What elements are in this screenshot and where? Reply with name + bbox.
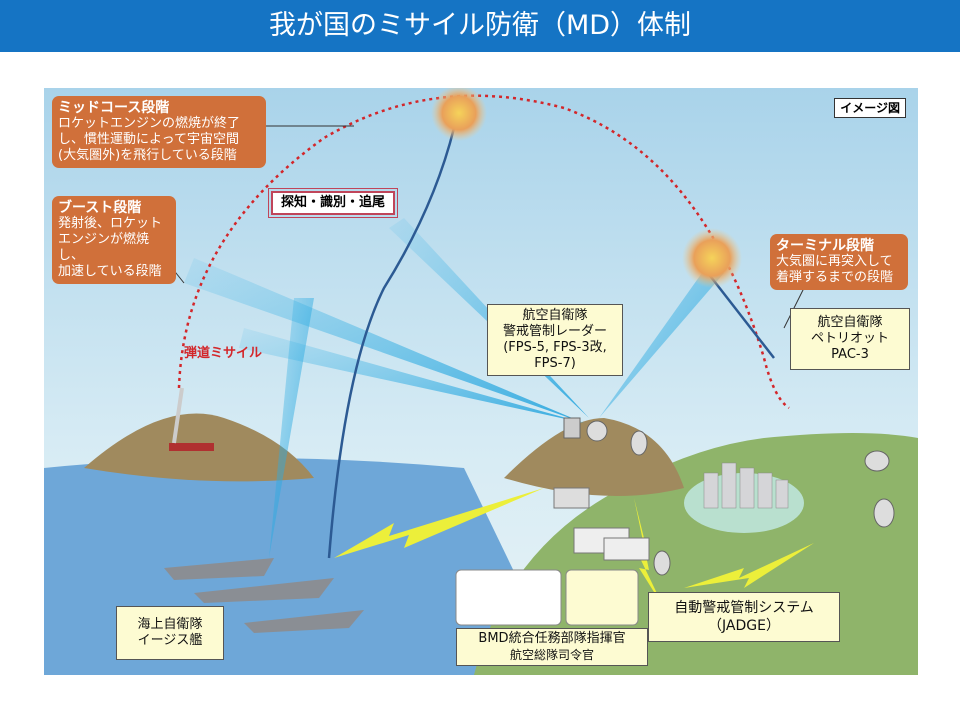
radar-dish <box>873 498 895 528</box>
detect-identify-track-label: 探知・識別・追尾 <box>267 188 399 218</box>
midcourse-line: ロケットエンジンの燃焼が終了 <box>58 116 241 131</box>
boost-phase-box: ブースト段階 発射後、ロケット エンジンが燃焼し、 加速している段階 <box>52 196 176 284</box>
command-room-pic <box>455 569 562 626</box>
midcourse-line: (大気圏外)を飛行している段階 <box>58 148 237 163</box>
aegis-ships <box>164 558 364 633</box>
label-line: イージス艦 <box>137 633 203 648</box>
missile-launcher <box>169 443 214 451</box>
midcourse-line: し、慣性運動によって宇宙空間 <box>58 132 239 147</box>
radar-dish <box>864 450 890 472</box>
label-line: 自動警戒管制システム <box>674 600 814 616</box>
boost-line: エンジンが燃焼し、 <box>58 232 150 263</box>
radar-dish <box>653 550 671 576</box>
jadge-label: 自動警戒管制システム （JADGE） <box>648 592 840 642</box>
radar-unit-label: 航空自衛隊 警戒管制レーダー (FPS-5, FPS-3改, FPS-7) <box>487 304 623 376</box>
ballistic-trajectory <box>177 94 790 410</box>
image-tag: イメージ図 <box>834 98 906 118</box>
explosion-terminal <box>682 228 742 288</box>
operations-room-pic <box>565 569 639 626</box>
radar-dome <box>586 420 608 442</box>
midcourse-heading: ミッドコース段階 <box>58 100 170 116</box>
datalink-bolts <box>334 488 814 608</box>
boost-heading: ブースト段階 <box>58 200 142 216</box>
ballistic-missile <box>172 387 184 444</box>
label-line: 航空自衛隊 <box>817 315 883 330</box>
label-line: 警戒管制レーダー <box>502 324 607 339</box>
radar-dish <box>630 430 648 456</box>
scene-graphic <box>44 88 918 675</box>
building <box>553 487 590 509</box>
ballistic-missile-label: 弾道ミサイル <box>184 346 263 361</box>
bmd-commander-label: BMD統合任務部隊指揮官 航空総隊司令官 <box>456 628 648 666</box>
sm3-interceptor-path <box>327 127 456 559</box>
terminal-heading: ターミナル段階 <box>776 238 874 254</box>
label-line: FPS-7) <box>534 356 576 371</box>
radar-panel <box>563 417 581 439</box>
label-line: 航空自衛隊 <box>522 308 588 323</box>
building <box>603 537 650 561</box>
terminal-line: 大気圏に再突入して <box>776 254 893 269</box>
label-line: (FPS-5, FPS-3改, <box>503 340 607 355</box>
label-line: PAC-3 <box>831 347 869 362</box>
midcourse-phase-box: ミッドコース段階 ロケットエンジンの燃焼が終了 し、慣性運動によって宇宙空間 (… <box>52 96 266 168</box>
md-system-illustration: イメージ図 ミッドコース段階 ロケットエンジンの燃焼が終了 し、慣性運動によって… <box>44 88 918 675</box>
boost-line: 加速している段階 <box>58 264 162 279</box>
explosion-midcourse <box>431 88 487 141</box>
label-line: 海上自衛隊 <box>137 617 203 632</box>
aegis-unit-label: 海上自衛隊 イージス艦 <box>116 606 224 660</box>
terminal-line: 着弾するまでの段階 <box>776 270 894 285</box>
boost-line: 発射後、ロケット <box>58 216 163 231</box>
city-buildings <box>703 462 789 509</box>
label-line: BMD統合任務部隊指揮官 <box>478 631 626 646</box>
label-line: ペトリオット <box>810 331 889 346</box>
label-line: 航空総隊司令官 <box>509 648 594 662</box>
patriot-unit-label: 航空自衛隊 ペトリオット PAC-3 <box>790 308 910 370</box>
label-line: （JADGE） <box>708 618 780 634</box>
slide-title: 我が国のミサイル防衛（MD）体制 <box>0 0 960 52</box>
terminal-phase-box: ターミナル段階 大気圏に再突入して 着弾するまでの段階 <box>770 234 908 290</box>
